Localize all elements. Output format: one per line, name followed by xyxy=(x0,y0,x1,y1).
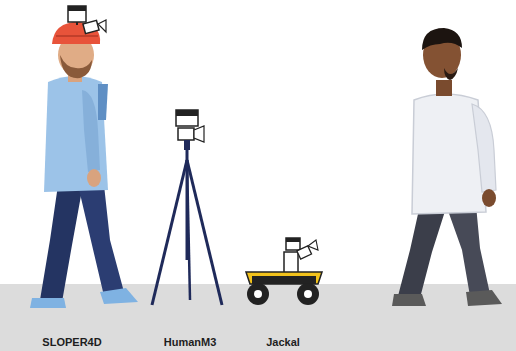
device-label: SLOPER4D xyxy=(42,336,101,348)
walking-person xyxy=(392,28,502,306)
ground xyxy=(0,284,516,351)
walking-person-helmet xyxy=(30,6,138,308)
tripod-sensor xyxy=(152,110,222,305)
jackal-robot xyxy=(246,238,322,305)
device-label: Jackal xyxy=(266,336,300,348)
device-label: HumanM3 xyxy=(164,336,217,348)
